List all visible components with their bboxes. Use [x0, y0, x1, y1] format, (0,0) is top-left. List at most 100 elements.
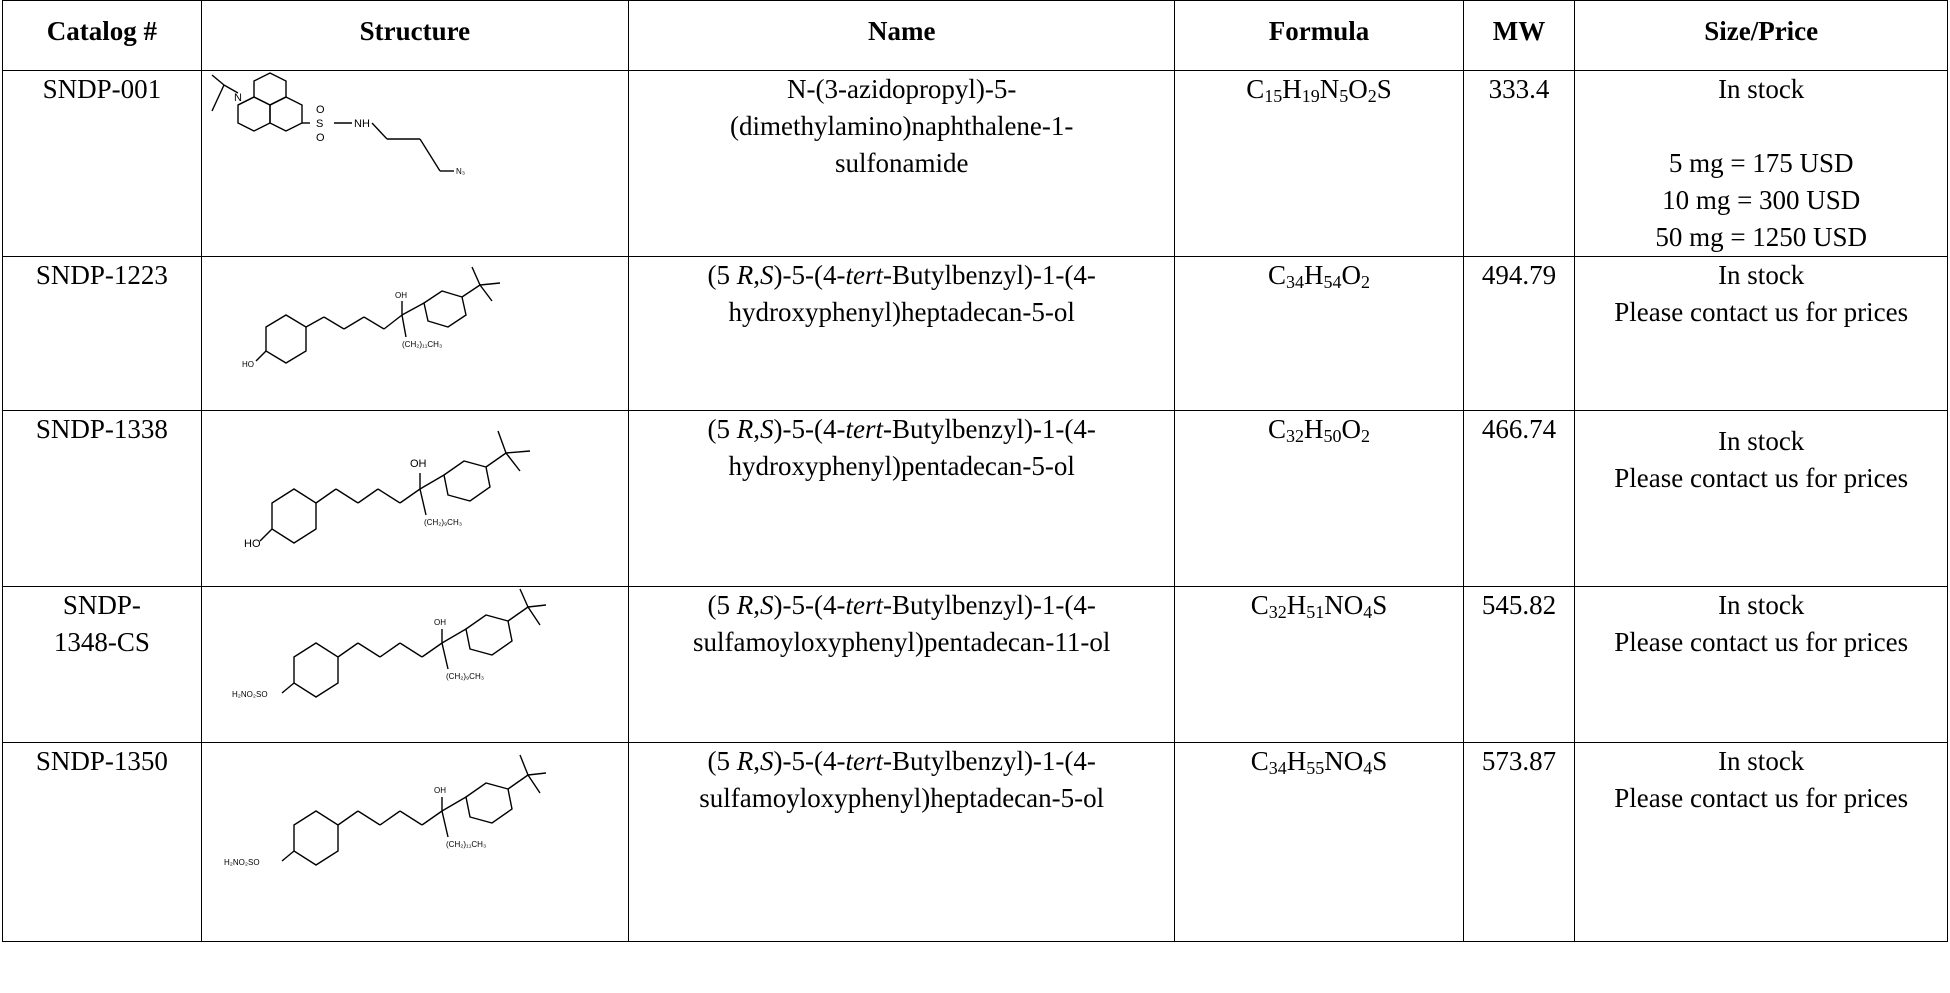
compound-name: sulfonamide: [834, 148, 969, 178]
catalog-number: SNDP-1223: [35, 260, 168, 290]
name-cell: (5 R,S)-5-(4-tert-Butylbenzyl)-1-(4- hyd…: [627, 410, 1176, 587]
table-row: SNDP-1350: [2, 742, 1948, 942]
table-row: SNDP- 1348-CS: [2, 586, 1948, 743]
structure-label: O: [316, 104, 325, 116]
structure-image: OH (CH₂)₉CH₃ HO: [244, 430, 530, 550]
structure-label: (CH₂)₁₁CH₃: [446, 840, 486, 849]
compound-name: hydroxyphenyl)pentadecan-5-ol: [728, 451, 1075, 481]
structure-label: N: [234, 92, 242, 104]
compound-name: sulfamoyloxyphenyl)heptadecan-5-ol: [699, 783, 1105, 813]
header-size-price: Size/Price: [1574, 0, 1948, 71]
compound-name: N-(3-azidopropyl)-5-: [787, 74, 1017, 104]
catalog-table: Catalog # Structure Name Formula MW Size…: [2, 0, 1948, 942]
name-cell: N-(3-azidopropyl)-5- (dimethylamino)naph…: [627, 70, 1176, 257]
header-mw: MW: [1462, 0, 1576, 71]
structure-label: HO: [244, 538, 261, 550]
header-structure: Structure: [200, 0, 629, 71]
structure-image: OH (CH₂)₁₁CH₃ HO: [242, 266, 500, 369]
compound-name: hydroxyphenyl)heptadecan-5-ol: [728, 297, 1075, 327]
structure-label: NH: [354, 118, 370, 130]
catalog-cell: SNDP-1338: [2, 410, 202, 587]
structure-label: (CH₂)₉CH₃: [424, 518, 462, 527]
contact-note: Please contact us for prices: [1614, 463, 1909, 493]
molecular-weight: 466.74: [1481, 414, 1557, 444]
size-price-cell: In stock 5 mg = 175 USD 10 mg = 300 USD …: [1574, 70, 1948, 257]
compound-name: (5 R,S)-5-(4-tert-Butylbenzyl)-1-(4-: [707, 414, 1096, 444]
structure-image: N S O O NH N₃: [211, 72, 465, 176]
stock-status: In stock: [1718, 260, 1805, 290]
structure-label: (CH₂)₉CH₃: [446, 672, 484, 681]
size-price-cell: In stock Please contact us for prices: [1574, 410, 1948, 587]
header-catalog: Catalog #: [2, 0, 202, 71]
size-price-cell: In stock Please contact us for prices: [1574, 742, 1948, 942]
molecular-weight: 573.87: [1481, 746, 1557, 776]
catalog-cell: SNDP- 1348-CS: [2, 586, 202, 743]
catalog-number: SNDP-1350: [35, 746, 168, 776]
structure-image: OH (CH₂)₁₁CH₃ H₂NO₂SO: [224, 754, 546, 867]
mw-cell: 573.87: [1462, 742, 1576, 942]
compound-name: sulfamoyloxyphenyl)pentadecan-11-ol: [693, 627, 1111, 657]
structure-label: O: [316, 132, 325, 144]
price-line: 50 mg = 1250 USD: [1655, 222, 1868, 252]
contact-note: Please contact us for prices: [1614, 297, 1909, 327]
catalog-number: SNDP-001: [42, 74, 162, 104]
structure-label: OH: [434, 618, 446, 627]
table-row: SNDP-1338: [2, 410, 1948, 587]
structure-label: S: [316, 118, 323, 130]
formula-cell: C15H19N5O2S: [1174, 70, 1464, 257]
header-name: Name: [627, 0, 1176, 71]
compound-name: (5 R,S)-5-(4-tert-Butylbenzyl)-1-(4-: [707, 260, 1096, 290]
catalog-number: SNDP-1338: [35, 414, 168, 444]
stock-status: In stock: [1718, 74, 1805, 104]
catalog-cell: SNDP-001: [2, 70, 202, 257]
structure-label: H₂NO₂SO: [232, 690, 268, 699]
structure-cell: OH (CH₂)₁₁CH₃ HO: [200, 256, 629, 411]
structure-label: H₂NO₂SO: [224, 858, 260, 867]
structure-label: OH: [395, 291, 407, 300]
formula-cell: C34H55NO4S: [1174, 742, 1464, 942]
formula-cell: C32H51NO4S: [1174, 586, 1464, 743]
mw-cell: 494.79: [1462, 256, 1576, 411]
mw-cell: 545.82: [1462, 586, 1576, 743]
table-row: SNDP-001: [2, 70, 1948, 257]
name-cell: (5 R,S)-5-(4-tert-Butylbenzyl)-1-(4- sul…: [627, 586, 1176, 743]
mw-cell: 333.4: [1462, 70, 1576, 257]
mw-cell: 466.74: [1462, 410, 1576, 587]
structure-label: OH: [410, 458, 427, 470]
contact-note: Please contact us for prices: [1614, 627, 1909, 657]
catalog-number: SNDP-: [62, 590, 141, 620]
formula-cell: C34H54O2: [1174, 256, 1464, 411]
compound-name: (5 R,S)-5-(4-tert-Butylbenzyl)-1-(4-: [707, 746, 1096, 776]
molecular-weight: 545.82: [1481, 590, 1557, 620]
stock-status: In stock: [1718, 426, 1805, 456]
size-price-cell: In stock Please contact us for prices: [1574, 586, 1948, 743]
catalog-cell: SNDP-1350: [2, 742, 202, 942]
structure-cell: OH (CH₂)₉CH₃ HO: [200, 410, 629, 587]
structure-cell: N S O O NH N₃: [200, 70, 629, 257]
molecular-weight: 333.4: [1488, 74, 1550, 104]
stock-status: In stock: [1718, 746, 1805, 776]
catalog-number: 1348-CS: [53, 627, 150, 657]
structure-label: HO: [242, 360, 254, 369]
structure-label: N₃: [456, 167, 465, 176]
structure-cell: OH (CH₂)₉CH₃ H₂NO₂SO: [200, 586, 629, 743]
header-formula: Formula: [1174, 0, 1464, 71]
name-cell: (5 R,S)-5-(4-tert-Butylbenzyl)-1-(4- hyd…: [627, 256, 1176, 411]
size-price-cell: In stock Please contact us for prices: [1574, 256, 1948, 411]
name-cell: (5 R,S)-5-(4-tert-Butylbenzyl)-1-(4- sul…: [627, 742, 1176, 942]
catalog-cell: SNDP-1223: [2, 256, 202, 411]
structure-cell: OH (CH₂)₁₁CH₃ H₂NO₂SO: [200, 742, 629, 942]
molecular-weight: 494.79: [1481, 260, 1557, 290]
contact-note: Please contact us for prices: [1614, 783, 1909, 813]
table-row: SNDP-1223: [2, 256, 1948, 411]
stock-status: In stock: [1718, 590, 1805, 620]
compound-name: (5 R,S)-5-(4-tert-Butylbenzyl)-1-(4-: [707, 590, 1096, 620]
structure-label: (CH₂)₁₁CH₃: [402, 340, 442, 349]
compound-name: (dimethylamino)naphthalene-1-: [730, 111, 1074, 141]
price-line: 10 mg = 300 USD: [1662, 185, 1861, 215]
price-line: 5 mg = 175 USD: [1668, 148, 1854, 178]
structure-image: OH (CH₂)₉CH₃ H₂NO₂SO: [232, 588, 546, 699]
structure-label: OH: [434, 786, 446, 795]
header-row: Catalog # Structure Name Formula MW Size…: [2, 0, 1948, 71]
formula-cell: C32H50O2: [1174, 410, 1464, 587]
